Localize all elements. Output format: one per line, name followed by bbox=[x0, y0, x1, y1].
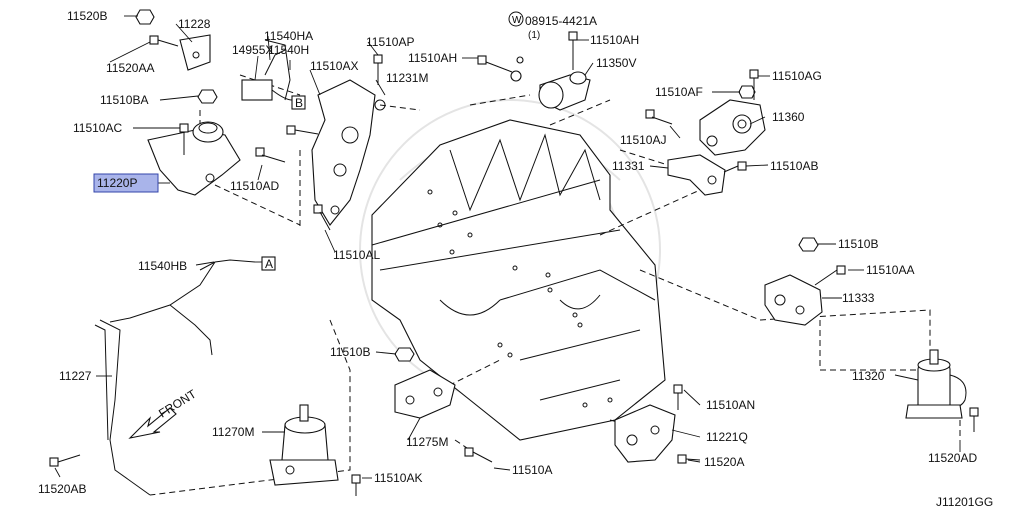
part-11510al-bolt bbox=[313, 204, 331, 231]
ref-box-b bbox=[291, 95, 306, 110]
label-11510ax: 11510AX bbox=[310, 59, 359, 73]
label-11510b-right: 11510B bbox=[838, 237, 878, 251]
label-11510ap: 11510AP bbox=[366, 35, 415, 49]
label-11231m: 11231M bbox=[386, 71, 428, 85]
label-11510ah-a: 11510AH bbox=[408, 51, 457, 65]
part-11320-mount bbox=[905, 349, 967, 419]
part-11510ax-bolt bbox=[286, 125, 319, 135]
label-08915-qty: (1) bbox=[528, 30, 540, 41]
part-11510ad-bolt bbox=[255, 147, 286, 163]
label-11510ba: 11510BA bbox=[100, 93, 149, 107]
part-11510b-nut-right bbox=[798, 237, 819, 252]
washer-symbol bbox=[508, 11, 524, 27]
label-11510ag: 11510AG bbox=[772, 69, 822, 83]
part-08915-washer bbox=[510, 56, 524, 82]
front-direction-arrow bbox=[128, 407, 177, 439]
part-11520a-bolt bbox=[677, 454, 701, 464]
label-11333: 11333 bbox=[842, 291, 875, 305]
highlighted-part-box bbox=[93, 173, 159, 193]
label-11350v: 11350V bbox=[596, 56, 636, 70]
label-11510an: 11510AN bbox=[706, 398, 755, 412]
part-11221q-bracket bbox=[614, 404, 676, 463]
label-11540hb: 11540HB bbox=[138, 259, 187, 273]
label-11510b-center: 11510B bbox=[330, 345, 370, 359]
part-11540h-hose bbox=[264, 39, 291, 101]
label-11220p: 11220P bbox=[97, 176, 137, 190]
label-11510ac: 11510AC bbox=[73, 121, 122, 135]
label-08915-w: W bbox=[512, 15, 522, 26]
label-ref-b: B bbox=[295, 96, 303, 110]
part-11510ak-bolt bbox=[351, 474, 361, 496]
label-11540ha: 11540HA bbox=[264, 29, 313, 43]
label-11510aa: 11510AA bbox=[866, 263, 915, 277]
label-11510al: 11510AL bbox=[333, 248, 380, 262]
part-11520b-nut bbox=[135, 9, 155, 25]
part-11220p-mount bbox=[147, 121, 241, 196]
part-11510ag-bolt bbox=[749, 69, 759, 100]
label-front: FRONT bbox=[156, 386, 199, 420]
part-11510a-bolt bbox=[464, 447, 493, 463]
label-11510ad: 11510AD bbox=[230, 179, 279, 193]
part-11333-bracket bbox=[764, 274, 823, 326]
label-11510ab: 11510AB bbox=[770, 159, 819, 173]
label-11540h: 11540H bbox=[268, 43, 309, 57]
part-11270m-mount bbox=[269, 404, 339, 486]
label-08915: 08915-4421A bbox=[525, 14, 597, 28]
part-11227-pipe bbox=[94, 319, 151, 496]
label-11510aj: 11510AJ bbox=[620, 133, 666, 147]
label-11520ab: 11520AB bbox=[38, 482, 87, 496]
part-11360-mount bbox=[699, 99, 766, 156]
label-11360: 11360 bbox=[772, 110, 805, 124]
diagram-id: J11201GG bbox=[936, 495, 993, 509]
label-ref-a: A bbox=[265, 257, 273, 271]
ref-box-a bbox=[261, 256, 276, 271]
part-11231m-bracket bbox=[311, 79, 386, 226]
engine-block bbox=[371, 119, 666, 441]
part-11510aa-bolt bbox=[814, 265, 846, 286]
part-11520ab-bolt bbox=[49, 454, 81, 467]
part-11510aj-bolt bbox=[645, 109, 673, 125]
part-11510b-nut-center bbox=[394, 347, 415, 362]
leader-lines bbox=[54, 15, 961, 479]
label-11227: 11227 bbox=[59, 369, 92, 383]
assembly-dashed-lines bbox=[149, 74, 961, 496]
label-11520aa: 11520AA bbox=[106, 61, 155, 75]
label-11270m: 11270M bbox=[212, 425, 254, 439]
label-11510ak: 11510AK bbox=[374, 471, 423, 485]
part-11350v-link bbox=[538, 71, 591, 111]
part-11520aa-bolt bbox=[149, 35, 179, 47]
label-11510af: 11510AF bbox=[655, 85, 703, 99]
label-11510a: 11510A bbox=[512, 463, 552, 477]
part-11520ad-bolt bbox=[969, 407, 979, 432]
label-11510ah-b: 11510AH bbox=[590, 33, 639, 47]
part-11331-bracket bbox=[667, 154, 726, 196]
label-11221q: 11221Q bbox=[706, 430, 748, 444]
label-11320: 11320 bbox=[852, 369, 885, 383]
part-11510an-bolt bbox=[673, 384, 683, 410]
part-11275m-bracket bbox=[394, 369, 456, 419]
part-11228-bracket bbox=[179, 34, 211, 71]
label-11275m: 11275M bbox=[406, 435, 448, 449]
part-11510ba-nut bbox=[197, 89, 218, 104]
label-11520a: 11520A bbox=[704, 455, 744, 469]
label-11520b: 11520B bbox=[67, 9, 107, 23]
part-11510af-nut bbox=[738, 85, 756, 99]
label-11520ad: 11520AD bbox=[928, 451, 977, 465]
part-11510ah-bolt bbox=[477, 31, 578, 73]
part-11510ab-bolt bbox=[723, 161, 747, 173]
part-11510ap-bolt bbox=[373, 54, 383, 85]
label-11228: 11228 bbox=[178, 17, 211, 31]
label-14955x: 14955X bbox=[232, 43, 273, 57]
part-11540hb-hose bbox=[109, 259, 256, 356]
label-11331: 11331 bbox=[612, 159, 645, 173]
